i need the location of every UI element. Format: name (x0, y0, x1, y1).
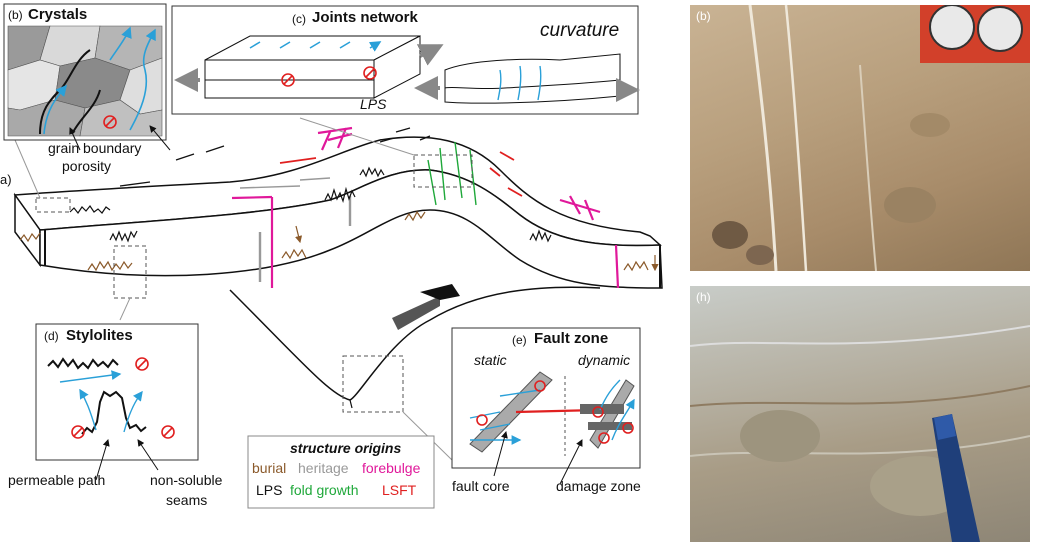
fault-title: Fault zone (534, 330, 609, 347)
permeable-path-label: permeable path (8, 472, 106, 488)
crystals-title: Crystals (28, 6, 88, 23)
outcrop-photo-top: (b) (690, 5, 1030, 271)
joints-panel (171, 5, 640, 115)
legend-lps: LPS (256, 482, 283, 498)
stylolites-tag: (d) (44, 329, 59, 343)
legend-title: structure origins (290, 440, 402, 456)
stylolites-title: Stylolites (66, 327, 133, 344)
joints-title: Joints network (312, 9, 418, 26)
legend-box (247, 435, 435, 509)
non-soluble-label: non-soluble (150, 472, 223, 488)
seams-label: seams (166, 492, 208, 508)
joints-tag: (c) (292, 12, 306, 26)
lps-label: LPS (360, 96, 387, 112)
legend-heritage: heritage (298, 460, 349, 476)
crystals-panel (3, 3, 171, 151)
porosity-label: porosity (62, 158, 112, 174)
grain-boundary-label: grain boundary (48, 140, 142, 156)
static-label: static (474, 352, 507, 368)
legend-burial: burial (252, 460, 287, 476)
legend-fold-growth: fold growth (290, 482, 359, 498)
photo-bottom-tag: (h) (696, 290, 711, 304)
stylolites-panel (35, 323, 199, 481)
photo-top-tag: (b) (696, 9, 711, 23)
legend-lsft: LSFT (382, 482, 417, 498)
lower-limb (229, 286, 601, 401)
damage-zone-label: damage zone (556, 478, 641, 494)
fault-tag: (e) (512, 333, 527, 347)
dynamic-label: dynamic (578, 352, 631, 368)
curvature-label: curvature (540, 20, 620, 41)
legend-forebulge: forebulge (362, 460, 421, 476)
fault-core-label: fault core (452, 478, 510, 494)
fault-panel (451, 327, 640, 485)
grey-block (392, 296, 440, 330)
layer-front-face (39, 169, 663, 289)
folded-layer (13, 117, 663, 461)
stylolites-frame (35, 323, 199, 461)
main-label: a) (0, 172, 12, 187)
outcrop-photo-bottom: (h) (690, 286, 1030, 542)
crystals-tag: (b) (8, 8, 23, 22)
